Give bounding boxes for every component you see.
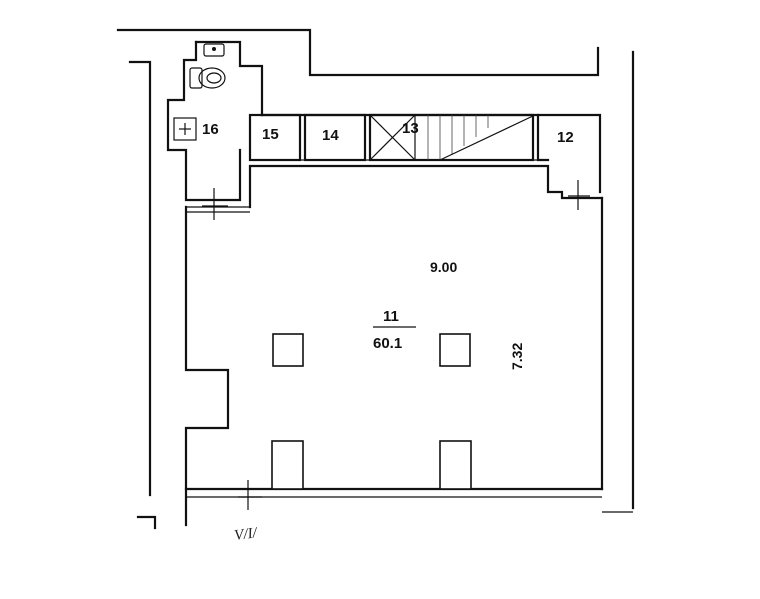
room-14: 14 <box>303 113 367 162</box>
room-13-stairs: 13 <box>368 113 536 162</box>
width-dimension: 9.00 <box>430 259 457 275</box>
surrounding-walls <box>116 28 635 530</box>
room-11-number: 11 <box>383 308 399 325</box>
room-12-label: 12 <box>557 129 574 146</box>
room-11-area: 60.1 <box>373 335 402 352</box>
handwritten-note: V/I/ <box>233 525 259 544</box>
main-room-outline <box>184 164 604 527</box>
columns <box>271 333 472 490</box>
room-14-label: 14 <box>322 127 339 144</box>
column-2 <box>439 333 471 367</box>
room-15-label: 15 <box>262 126 279 143</box>
room-12: 12 <box>536 113 590 210</box>
pilaster-1 <box>271 440 304 490</box>
pilaster-2 <box>439 440 472 490</box>
column-1 <box>272 333 304 367</box>
room-15: 15 <box>248 113 302 162</box>
door-marks <box>202 188 262 510</box>
room-16: 16 <box>166 40 264 202</box>
room-13-label: 13 <box>402 120 419 137</box>
main-room-labels: 9.00 11 60.1 7.32 <box>373 259 525 370</box>
depth-dimension: 7.32 <box>509 343 525 370</box>
room-16-label: 16 <box>202 121 219 138</box>
